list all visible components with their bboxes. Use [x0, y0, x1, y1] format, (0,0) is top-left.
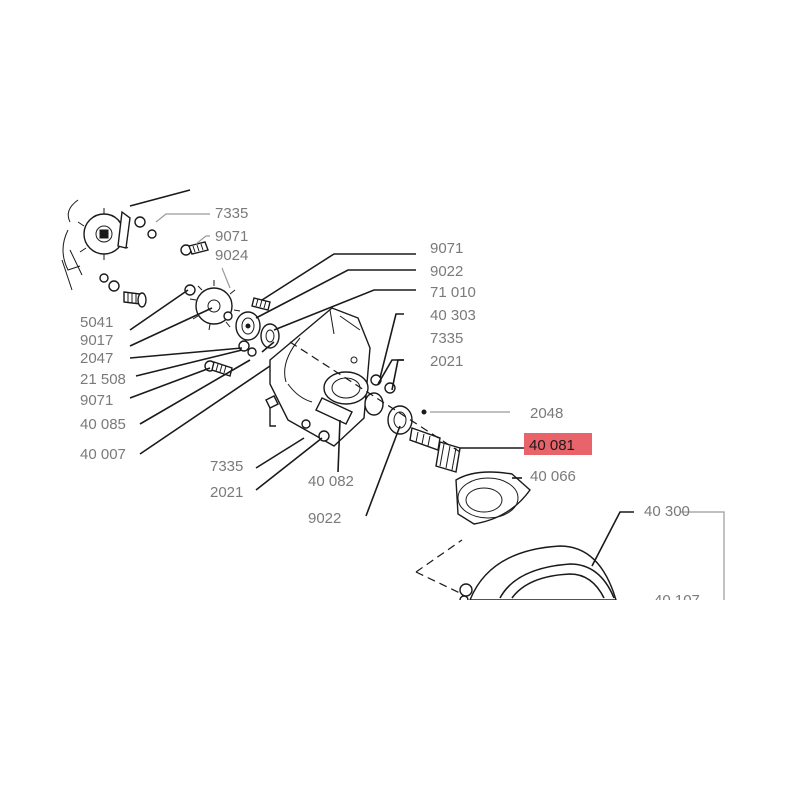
bolt-5041 [123, 291, 147, 308]
label-5041[interactable]: 5041 [80, 314, 113, 331]
label-7335-mid[interactable]: 7335 [430, 330, 463, 347]
label-9017[interactable]: 9017 [80, 332, 113, 349]
label-9071-mid[interactable]: 9071 [430, 240, 463, 257]
label-9071-low[interactable]: 9071 [80, 392, 113, 409]
label-40007[interactable]: 40 007 [80, 446, 126, 463]
label-40085[interactable]: 40 085 [80, 416, 126, 433]
part-labels: 7335 9071 9024 9071 9022 71 010 40 303 7… [80, 205, 700, 609]
label-7335-low[interactable]: 7335 [210, 458, 243, 475]
bearing-9022-top [235, 311, 261, 341]
label-9024[interactable]: 9024 [215, 247, 248, 264]
label-21508[interactable]: 21 508 [80, 371, 126, 388]
label-7335-top[interactable]: 7335 [215, 205, 248, 222]
label-40066[interactable]: 40 066 [530, 468, 576, 485]
highlight-box-40081 [524, 433, 592, 455]
label-40082[interactable]: 40 082 [308, 473, 354, 490]
shaft-axis [289, 341, 461, 453]
label-2047[interactable]: 2047 [80, 350, 113, 367]
label-40300[interactable]: 40 300 [644, 503, 690, 520]
label-40303[interactable]: 40 303 [430, 307, 476, 324]
label-9022-low[interactable]: 9022 [308, 510, 341, 527]
label-71010[interactable]: 71 010 [430, 284, 476, 301]
pinion-shaft-40081 [409, 409, 461, 473]
label-2048[interactable]: 2048 [530, 405, 563, 422]
bolt-9024 [251, 297, 271, 311]
wheel-40300 [459, 545, 617, 605]
gear-housing-40007 [265, 307, 413, 447]
label-2021-low[interactable]: 2021 [210, 484, 243, 501]
upper-left-sprocket-assembly [61, 189, 209, 308]
middle-sprocket-assembly [184, 280, 280, 377]
sprocket-9017 [189, 280, 241, 331]
bolt-9071-top [180, 241, 209, 256]
drive-cup-40066 [455, 471, 531, 525]
crop-mask [0, 600, 800, 800]
leader-lines [129, 213, 725, 600]
label-2021-mid[interactable]: 2021 [430, 353, 463, 370]
label-9071-top[interactable]: 9071 [215, 228, 248, 245]
wheel-axis-dashed [415, 539, 463, 595]
label-9022-top[interactable]: 9022 [430, 263, 463, 280]
bearing-9022-low [387, 405, 413, 435]
shaft-40082 [315, 371, 384, 425]
label-40081[interactable]: 40 081 [529, 437, 575, 454]
